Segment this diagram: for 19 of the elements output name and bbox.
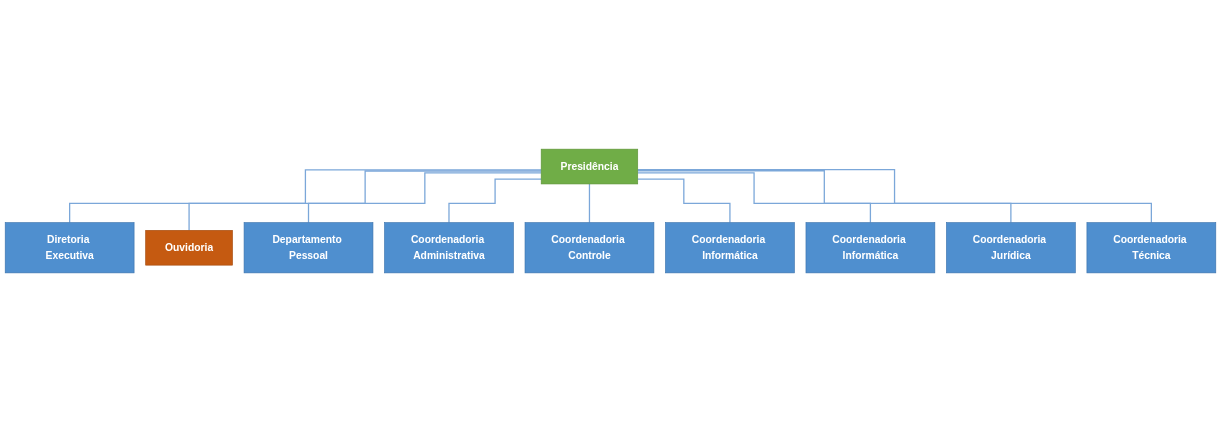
connector [69,169,542,224]
node-box: Ouvidoria [145,230,233,266]
connector [188,170,542,232]
node-box: Coordenadoria Jurídica [946,222,1076,274]
connector [307,172,542,224]
node-box: Diretoria Executiva [4,222,135,274]
connector [637,179,731,224]
node-box: Departamento Pessoal [243,222,374,274]
node-box: Coordenadoria Informática [665,222,795,274]
node-box: Coordenadoria Controle [524,222,655,274]
connector [448,179,542,224]
connector [637,170,1012,224]
connector [637,169,1152,224]
node-box: Coordenadoria Administrativa [384,222,514,274]
connector [588,183,591,224]
node-box: Coordenadoria Técnica [1086,222,1217,274]
connector [637,172,872,224]
node-box: Coordenadoria Informática [805,222,936,274]
node-box: Presidência [540,149,639,185]
